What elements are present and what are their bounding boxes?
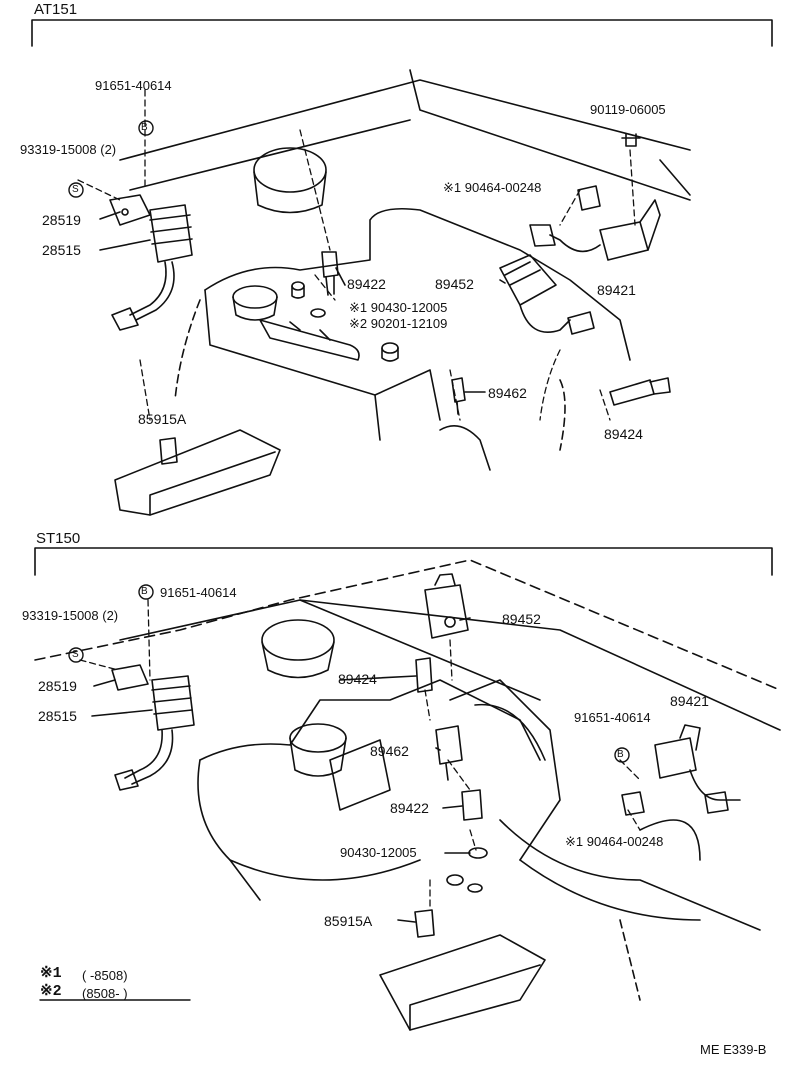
st-b2-symbol-circle xyxy=(614,747,630,763)
at-strut-top xyxy=(253,147,327,193)
at-relay-28515 xyxy=(149,204,193,263)
footnote-1-range: ( -8508) xyxy=(82,968,128,983)
callout-90464-00248: ※1 90464-00248 xyxy=(443,180,542,195)
callout-st-85915a: 85915A xyxy=(324,913,373,929)
at-s-symbol-circle xyxy=(68,182,84,198)
callout-st-91651-40614b: 91651-40614 xyxy=(574,710,651,725)
callout-89421: 89421 xyxy=(597,282,636,298)
st150-frame xyxy=(34,547,773,576)
st-b2-symbol: B xyxy=(617,749,624,760)
callout-90119-06005: 90119-06005 xyxy=(590,102,666,117)
st-clamp-90464 xyxy=(621,791,645,816)
callout-90201-12109: ※2 90201-12109 xyxy=(349,316,448,331)
callout-89422: 89422 xyxy=(347,276,386,292)
callout-st-89452: 89452 xyxy=(502,611,541,627)
st-switch-85915a xyxy=(414,909,435,938)
callout-st-90464-00248: ※1 90464-00248 xyxy=(565,834,664,849)
at-battery-cover xyxy=(114,429,281,516)
footnote-2-range: (8508- ) xyxy=(82,986,128,1001)
callout-st-89462: 89462 xyxy=(370,743,409,759)
callout-89462: 89462 xyxy=(488,385,527,401)
callout-st-89424: 89424 xyxy=(338,671,377,687)
callout-st-28515: 28515 xyxy=(38,708,77,724)
callout-93319-15008: 93319-15008 (2) xyxy=(20,142,117,157)
st-sensor-89424 xyxy=(415,657,433,693)
diagram-code: ME E339-B xyxy=(700,1042,767,1057)
st-sensor-89421 xyxy=(654,737,697,779)
st-strut-top xyxy=(261,619,335,661)
at-sensor-89462 xyxy=(451,377,466,403)
callout-28519: 28519 xyxy=(42,212,81,228)
st-body-edge xyxy=(34,559,781,691)
st-b-symbol-circle xyxy=(138,584,154,600)
st-sensor-89452 xyxy=(424,584,469,639)
at-clamp-90464 xyxy=(577,185,601,211)
callout-st-89422: 89422 xyxy=(390,800,429,816)
callout-st-91651-40614: 91651-40614 xyxy=(160,585,237,600)
st-s-symbol: S xyxy=(72,649,79,660)
at-sensor-89422 xyxy=(321,251,339,278)
footnote-2-mark: ※2 xyxy=(40,983,62,1000)
st-bracket-28519 xyxy=(111,664,149,691)
callout-90430-12005: ※1 90430-12005 xyxy=(349,300,448,315)
at151-frame xyxy=(31,19,773,47)
at-body-edge xyxy=(119,79,691,161)
footnote-1-mark: ※1 xyxy=(40,965,62,982)
st-b-symbol: B xyxy=(141,586,148,597)
st-sensor-89422 xyxy=(461,789,483,821)
callout-89452: 89452 xyxy=(435,276,474,292)
at-switch-85915a xyxy=(159,437,178,465)
callout-st-89421: 89421 xyxy=(670,693,709,709)
callout-28515: 28515 xyxy=(42,242,81,258)
at-b-symbol: B xyxy=(141,122,148,133)
callout-91651-40614: 91651-40614 xyxy=(95,78,172,93)
callout-st-90430-12005: 90430-12005 xyxy=(340,845,417,860)
callout-89424: 89424 xyxy=(604,426,643,442)
section-title-at151: AT151 xyxy=(34,1,78,18)
at-s-symbol: S xyxy=(72,184,79,195)
st-sensor-89462 xyxy=(435,725,463,765)
callout-st-28519: 28519 xyxy=(38,678,77,694)
at-b-symbol-circle xyxy=(138,120,154,136)
section-title-st150: ST150 xyxy=(36,530,81,547)
at-unit-89452 xyxy=(499,254,557,306)
st-s-symbol-circle xyxy=(68,647,84,663)
st-battery-cover xyxy=(379,934,546,1031)
callout-85915a: 85915A xyxy=(138,411,187,427)
callout-st-93319-15008: 93319-15008 (2) xyxy=(22,608,119,623)
